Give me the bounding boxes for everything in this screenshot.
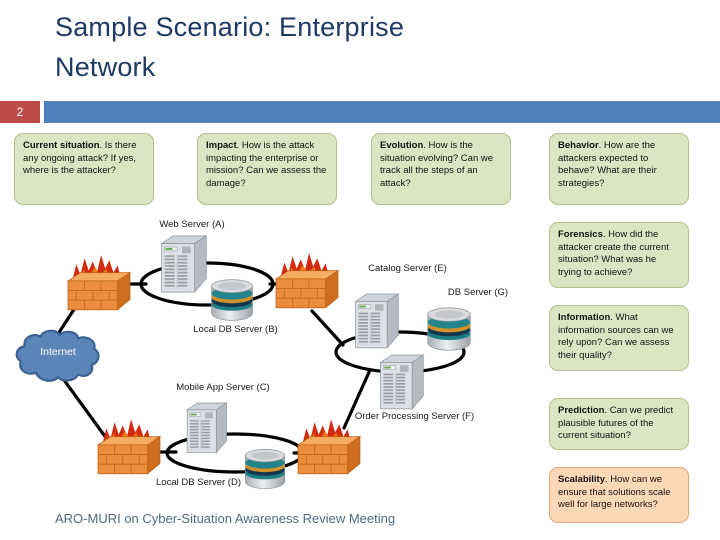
question-term: Scalability	[558, 474, 605, 485]
db-server-g-icon	[427, 307, 471, 351]
firewall-icon-top-left	[67, 254, 131, 311]
label-mobile-app-server-c: Mobile App Server (C)	[176, 382, 270, 393]
label-order-processing-server-f: Order Processing Server (F)	[354, 411, 475, 422]
question-term: Behavior	[558, 140, 599, 151]
local-db-server-b-icon	[211, 279, 253, 321]
question-text: . How is the situation evolving? Can we …	[380, 140, 494, 190]
network-link-rightring-fw	[342, 368, 372, 430]
question-box-information: Information. What information sources ca…	[549, 305, 689, 371]
title-divider-bar	[44, 101, 720, 123]
question-box-forensics: Forensics. How did the attacker create t…	[549, 222, 689, 288]
page-number-badge: 2	[0, 101, 40, 123]
question-box-current-situation: Current situation. Is there any ongoing …	[14, 133, 154, 205]
question-term: Information	[558, 312, 611, 323]
question-box-prediction: Prediction. Can we predict plausible fut…	[549, 398, 689, 450]
label-db-server-g: DB Server (G)	[447, 287, 509, 298]
label-local-db-server-d: Local DB Server (D)	[156, 477, 241, 488]
firewall-icon-bottom-left	[97, 418, 161, 475]
question-box-evolution: Evolution. How is the situation evolving…	[371, 133, 511, 205]
slide-title: Sample Scenario: Enterprise Network	[55, 12, 405, 82]
question-box-impact: Impact. How is the attack impacting the …	[197, 133, 337, 205]
question-text: . How did the attacker create the curren…	[558, 229, 669, 279]
question-term: Current situation	[23, 140, 100, 151]
lan-ring-top	[139, 261, 275, 307]
catalog-server-e-icon	[354, 293, 399, 349]
question-text: . How can we ensure that solutions scale…	[558, 474, 671, 511]
question-term: Evolution	[380, 140, 424, 151]
question-text: . Can we predict plausible futures of th…	[558, 405, 674, 442]
web-server-a-icon	[160, 235, 207, 293]
question-text: . What information sources can we rely u…	[558, 312, 674, 362]
network-link-fw-rightring	[310, 309, 345, 347]
label-internet: Internet	[40, 346, 76, 358]
question-text: . How are the attackers expected to beha…	[558, 140, 657, 190]
firewall-icon-bottom-right	[297, 418, 361, 475]
question-term: Forensics	[558, 229, 603, 240]
question-text: . How is the attack impacting the enterp…	[206, 140, 327, 190]
question-box-scalability: Scalability. How can we ensure that solu…	[549, 467, 689, 523]
question-box-behavior: Behavior. How are the attackers expected…	[549, 133, 689, 205]
question-term: Impact	[206, 140, 237, 151]
label-catalog-server-e: Catalog Server (E)	[368, 263, 447, 274]
question-text: . Is there any ongoing attack? If yes, w…	[23, 140, 137, 177]
footer-text: ARO-MURI on Cyber-Situation Awareness Re…	[55, 511, 396, 526]
label-local-db-server-b: Local DB Server (B)	[193, 324, 278, 335]
firewall-icon-top-right	[275, 252, 339, 309]
question-term: Prediction	[558, 405, 605, 416]
label-web-server-a: Web Server (A)	[159, 219, 225, 230]
order-processing-server-f-icon	[379, 354, 424, 410]
mobile-app-server-c-icon	[186, 402, 228, 454]
page-number: 2	[16, 105, 24, 119]
